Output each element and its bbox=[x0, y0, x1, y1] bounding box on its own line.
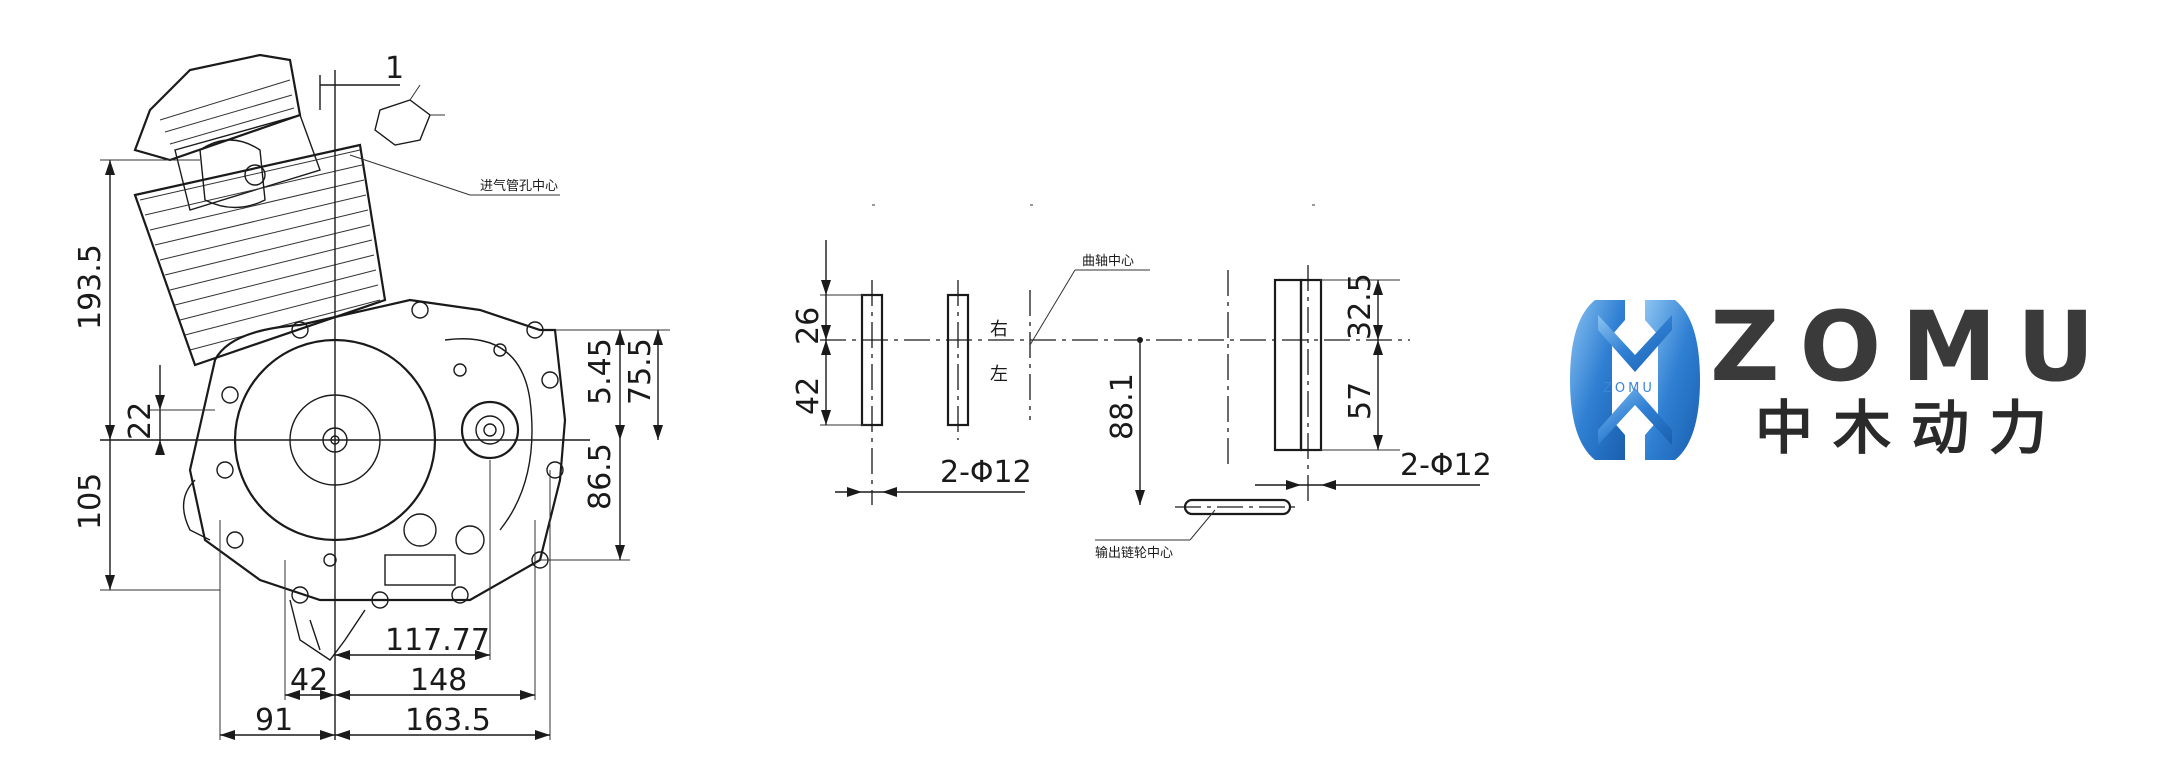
dim-hole-left: 2-Φ12 bbox=[940, 455, 1032, 490]
dim-148: 148 bbox=[410, 663, 467, 698]
intake-center-label: 进气管孔中心 bbox=[480, 178, 558, 194]
dim-75-5: 75.5 bbox=[623, 338, 658, 405]
left-side-label: 左 bbox=[990, 364, 1008, 385]
brand-name-zh: 中木动力 bbox=[1755, 394, 2067, 462]
dim-86-5: 86.5 bbox=[583, 443, 618, 510]
engine-dimension-lines bbox=[100, 70, 670, 740]
emblem-text: ZOMU bbox=[1603, 381, 1655, 396]
dim-1: 1 bbox=[385, 51, 404, 86]
dim-117-77: 117.77 bbox=[385, 623, 490, 658]
dim-hole-right: 2-Φ12 bbox=[1400, 448, 1492, 483]
right-side-label: 右 bbox=[990, 319, 1008, 340]
dim-26: 26 bbox=[791, 307, 826, 345]
crank-center-label: 曲轴中心 bbox=[1082, 254, 1134, 269]
dim-105: 105 bbox=[73, 473, 108, 530]
dim-91: 91 bbox=[255, 703, 293, 738]
dim-22: 22 bbox=[123, 402, 158, 440]
dim-5-45: 5.45 bbox=[583, 338, 618, 405]
engine-outline-drawing bbox=[133, 53, 567, 661]
brand-name-en: ZOMU bbox=[1710, 291, 2115, 403]
dim-32-5: 32.5 bbox=[1343, 273, 1378, 340]
dim-42: 42 bbox=[290, 663, 328, 698]
dim-57: 57 bbox=[1343, 382, 1378, 420]
mounting-dimension-labels: 26 42 2-Φ12 88.1 32.5 57 2-Φ12 曲轴中心 输出链轮… bbox=[791, 254, 1492, 561]
zomu-logo: ZOMU ZOMU 中木动力 bbox=[1570, 291, 2115, 462]
dim-42-mount: 42 bbox=[791, 377, 826, 415]
dim-193-5: 193.5 bbox=[73, 244, 108, 330]
sprocket-center-label: 输出链轮中心 bbox=[1095, 545, 1173, 561]
mounting-drawing bbox=[820, 204, 1480, 541]
dim-88-1: 88.1 bbox=[1105, 373, 1140, 440]
dim-163-5: 163.5 bbox=[405, 703, 491, 738]
engine-dimension-labels: 1 进气管孔中心 193.5 105 22 5.45 75.5 86.5 117… bbox=[73, 51, 658, 738]
zomu-emblem-icon: ZOMU bbox=[1570, 300, 1700, 460]
